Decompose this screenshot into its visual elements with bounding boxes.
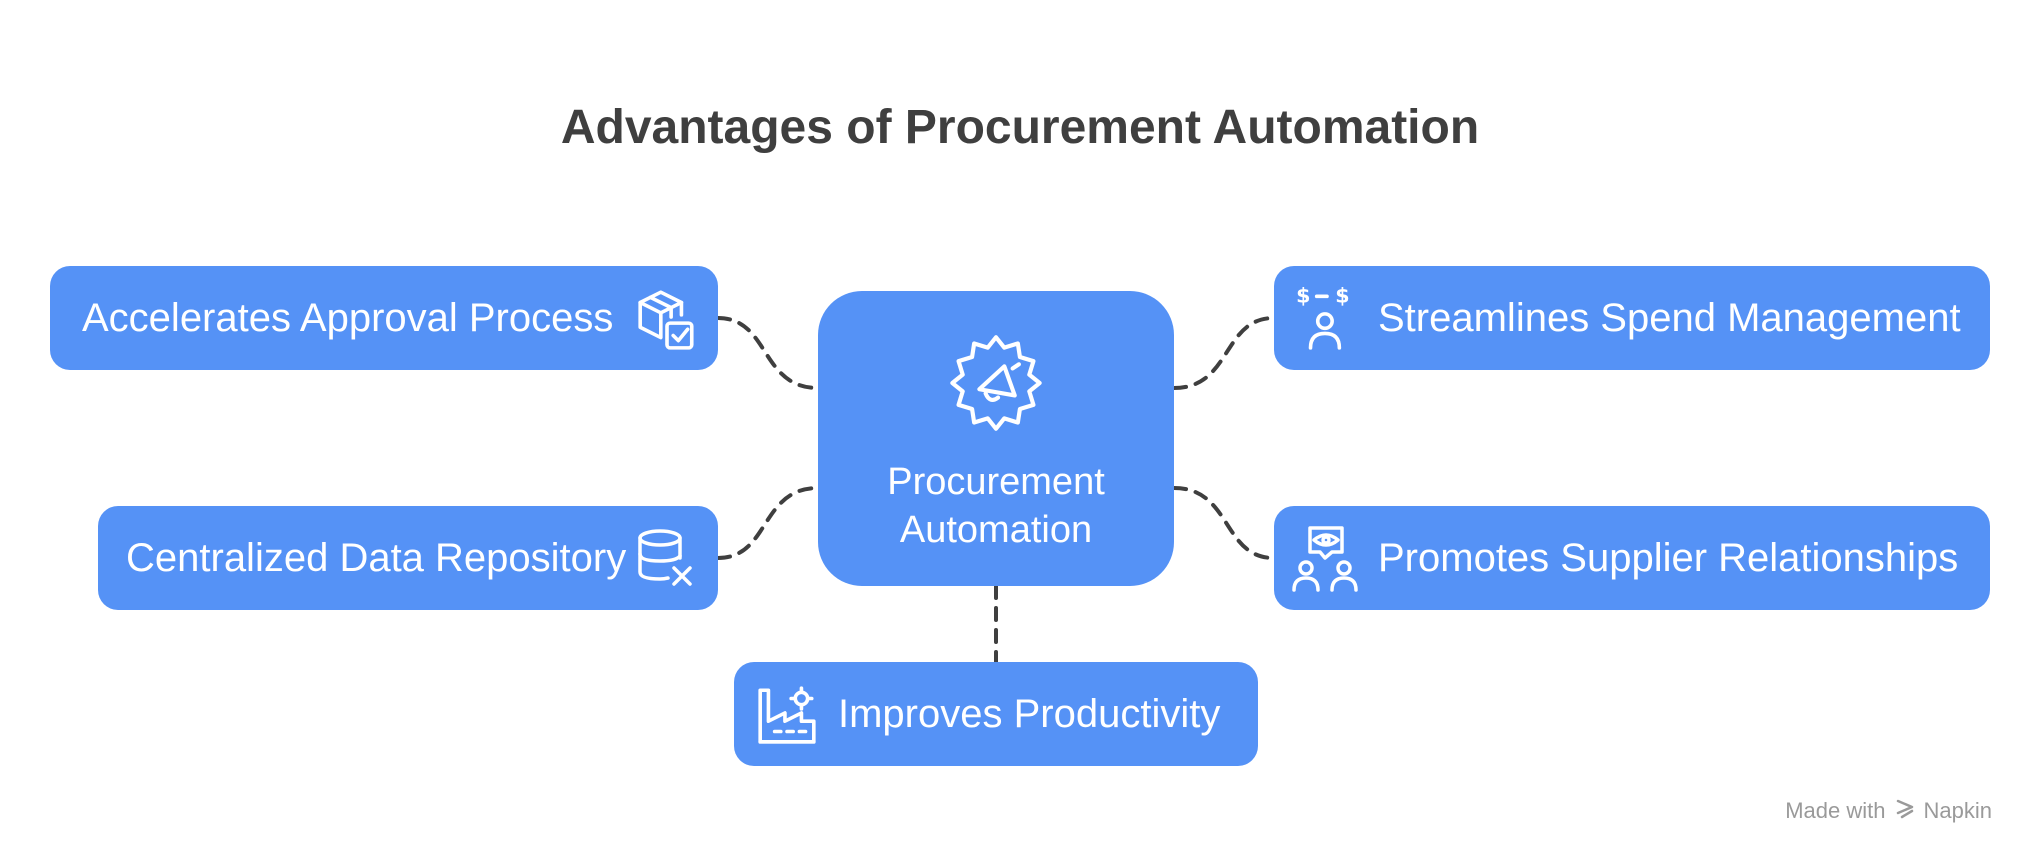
- connector-spend: [1172, 316, 1276, 390]
- svg-text:$: $: [1335, 284, 1349, 308]
- node-label: Centralized Data Repository: [126, 535, 627, 580]
- page-title: Advantages of Procurement Automation: [560, 101, 1480, 154]
- connector-data: [716, 486, 820, 560]
- node-streamlines-spend: $ $ Streamlines Spend Management: [1274, 266, 1990, 370]
- node-accelerates-approval: Accelerates Approval Process: [50, 266, 718, 370]
- package-check-icon: [634, 286, 700, 352]
- node-improves-productivity: Improves Productivity: [734, 662, 1258, 766]
- connector-approval: [716, 316, 820, 390]
- node-label: Streamlines Spend Management: [1378, 295, 1961, 340]
- node-label: Promotes Supplier Relationships: [1378, 535, 1959, 580]
- connector-supplier: [1172, 486, 1276, 560]
- svg-text:$: $: [1296, 284, 1310, 308]
- node-centralized-data: Centralized Data Repository: [98, 506, 718, 610]
- center-label: Procurement Automation: [887, 461, 1105, 551]
- eye-people-icon: [1292, 524, 1358, 592]
- center-node: Procurement Automation: [818, 291, 1174, 586]
- money-person-icon: $ $: [1294, 284, 1360, 352]
- watermark-brand: Napkin: [1923, 798, 1992, 823]
- watermark-prefix: Made with: [1785, 798, 1886, 823]
- node-label: Improves Productivity: [838, 691, 1221, 736]
- factory-gear-icon: [754, 682, 820, 748]
- napkin-logo-icon: [1894, 797, 1916, 825]
- node-label: Accelerates Approval Process: [82, 295, 614, 340]
- gear-megaphone-icon: [944, 331, 1048, 440]
- node-promotes-supplier: Promotes Supplier Relationships: [1274, 506, 1990, 610]
- database-x-icon: [634, 526, 698, 590]
- napkin-watermark: Made with Napkin: [1785, 797, 1992, 825]
